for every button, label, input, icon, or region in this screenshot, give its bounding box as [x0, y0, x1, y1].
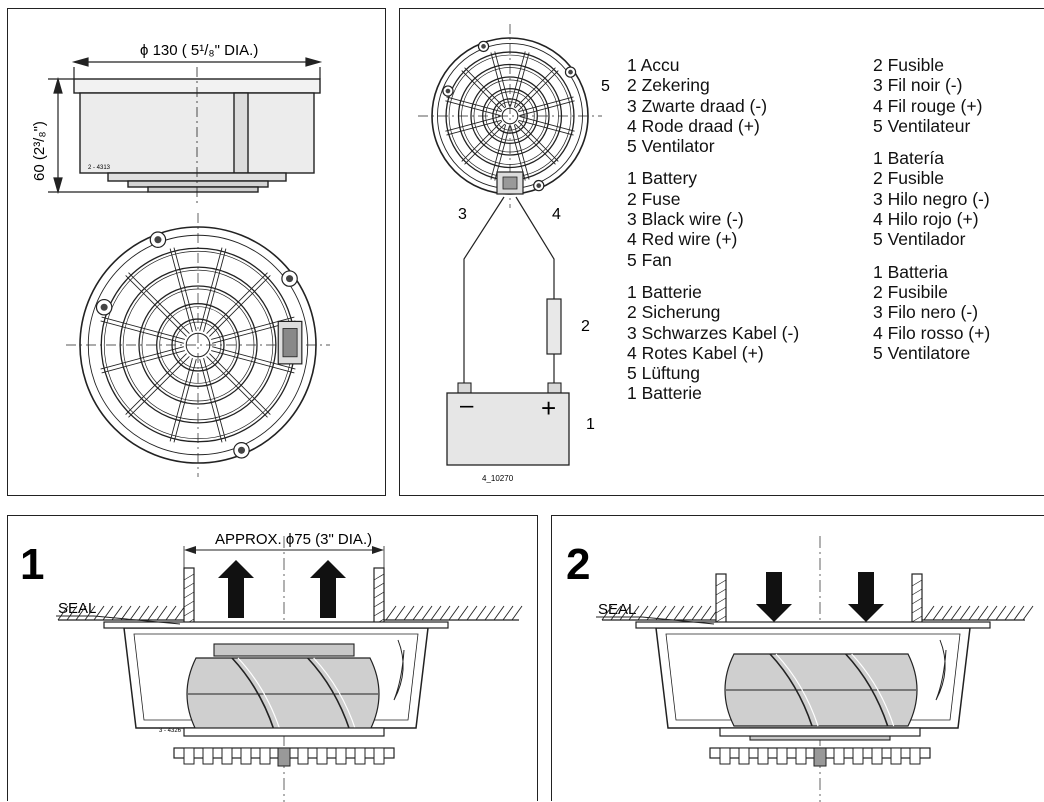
legend-item: 3 Zwarte draad (-) — [627, 95, 768, 116]
battery-minus-sign: – — [460, 392, 474, 419]
legend-spacer — [873, 136, 990, 148]
legend-item: 2 Fuse — [627, 188, 681, 209]
legend-item: 5 Fan — [627, 249, 672, 270]
legend-item: 2 Fusible — [873, 55, 945, 75]
install-step-1-panel: 1 SEAL APPROX. ϕ75 (3" DIA.) 3 - 4326 — [7, 515, 538, 802]
step-number-2: 2 — [566, 540, 590, 589]
legend-item: 5 Ventilatore — [873, 342, 971, 363]
seal-label-2: SEAL — [598, 601, 636, 618]
fan-front-view — [66, 213, 330, 477]
legend-item: 3 Filo nero (-) — [873, 302, 979, 323]
wiring-ref-code: 4_10270 — [482, 474, 514, 483]
legend-item: 1 Accu — [627, 55, 680, 75]
dimensions-drawing: ϕ 130 ( 5¹/₈" DIA.) 60 (2³/₈") 2 - 4313 — [31, 42, 330, 477]
airflow-down-arrow — [756, 572, 792, 622]
legend-item: 2 Fusible — [873, 168, 945, 189]
fuse — [546, 298, 562, 355]
airflow-up-arrow — [218, 560, 254, 618]
opening-label: APPROX. ϕ75 (3" DIA.) — [215, 531, 372, 548]
legend-item: 4 Rode draad (+) — [627, 115, 760, 136]
install-ref-code: 3 - 4326 — [159, 728, 182, 734]
fan-grille-icon — [418, 24, 602, 208]
legend-item: 4 Red wire (+) — [627, 229, 738, 250]
dimensions-panel: ϕ 130 ( 5¹/₈" DIA.) 60 (2³/₈") 2 - 4313 — [7, 8, 386, 496]
diameter-dimension — [71, 57, 323, 205]
wiring-diagram: – + 4_10270 5 3 4 2 1 — [418, 24, 610, 483]
legend-item: 1 Batterie — [627, 281, 702, 302]
legend-item: 1 Batterie — [627, 383, 702, 404]
black-wire — [463, 196, 505, 406]
airflow-down-arrow — [848, 572, 884, 622]
red-wire — [515, 196, 555, 299]
legend-item: 3 Fil noir (-) — [873, 75, 963, 96]
legend-item: 4 Fil rouge (+) — [873, 95, 983, 116]
legend-item: 4 Hilo rojo (+) — [873, 209, 979, 230]
legend-item: 3 Hilo negro (-) — [873, 188, 990, 209]
callout-black-wire: 3 — [458, 206, 467, 223]
legend-item: 1 Battery — [627, 168, 698, 189]
legend-spacer — [873, 250, 990, 262]
legend-item: 2 Zekering — [627, 75, 710, 96]
legend-spacer — [627, 156, 799, 168]
callout-battery: 1 — [586, 416, 595, 433]
legend-item: 2 Fusibile — [873, 281, 948, 302]
legend-item: 5 Ventilador — [873, 229, 966, 250]
legend-item: 1 Batteria — [873, 261, 948, 282]
step-number-1: 1 — [20, 540, 44, 589]
install-step-2-drawing: 2 SEAL — [566, 536, 1034, 802]
dimensions-ref-code: 2 - 4313 — [88, 165, 111, 171]
seal-label-1: SEAL — [58, 600, 96, 617]
height-label: 60 (2³/₈") — [31, 121, 48, 181]
legend-item: 3 Schwarzes Kabel (-) — [627, 322, 800, 343]
battery-plus-sign: + — [541, 393, 556, 423]
install-step-2-panel: 2 SEAL — [551, 515, 1044, 802]
diameter-label: ϕ 130 ( 5¹/₈" DIA.) — [140, 42, 258, 59]
legend-item: 5 Ventilateur — [873, 115, 971, 136]
legend-item: 2 Sicherung — [627, 302, 721, 323]
legend-item: 4 Rotes Kabel (+) — [627, 342, 764, 363]
callout-red-wire: 4 — [552, 206, 561, 223]
legend-spacer — [627, 270, 799, 282]
legend-item: 5 Ventilator — [627, 136, 715, 157]
callout-fan: 5 — [601, 78, 610, 95]
legend-item: 4 Filo rosso (+) — [873, 322, 991, 343]
legend-item: 3 Black wire (-) — [627, 209, 744, 230]
height-dimension — [48, 76, 148, 195]
legend-item: 5 Lüftung — [627, 363, 700, 384]
legend-item: 1 Batería — [873, 148, 945, 169]
airflow-up-arrow — [310, 560, 346, 618]
install-step-1-drawing: 1 SEAL APPROX. ϕ75 (3" DIA.) 3 - 4326 — [20, 531, 523, 802]
callout-fuse: 2 — [581, 318, 590, 335]
battery — [446, 382, 570, 466]
